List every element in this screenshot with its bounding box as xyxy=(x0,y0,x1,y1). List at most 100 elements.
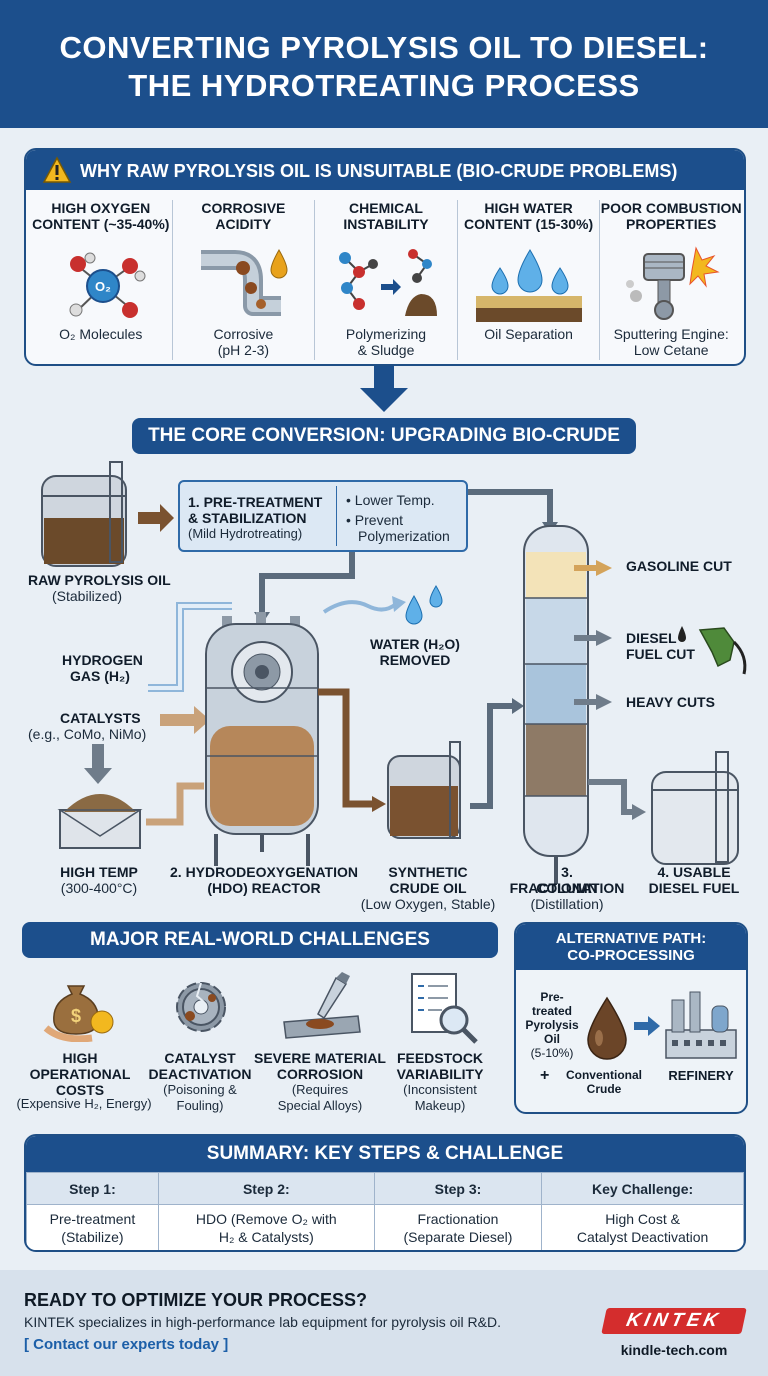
raw-oil-label: RAW PYROLYSIS OIL xyxy=(28,572,171,588)
challenge-corrosion: SEVERE MATERIAL CORROSION (Requires Spec… xyxy=(254,966,386,1116)
hydrogen-sublabel: GAS (H₂) xyxy=(70,668,130,684)
summary-table: Step 1: Step 2: Step 3: Key Challenge: P… xyxy=(26,1172,744,1250)
challenges-title: MAJOR REAL-WORLD CHALLENGES xyxy=(22,922,498,958)
raw-oil-tank-icon xyxy=(41,461,127,567)
problem-caption: Corrosive xyxy=(213,326,274,342)
problem-title: HIGH WATER xyxy=(484,200,573,216)
problem-caption: Low Cetane xyxy=(633,342,709,358)
conventional-line1: Conventional xyxy=(565,1068,642,1082)
synthetic-sublabel: (Low Oxygen, Stable) xyxy=(360,896,496,912)
heavy-cuts-label: HEAVY CUTS xyxy=(626,694,715,710)
summary-panel: SUMMARY: KEY STEPS & CHALLENGE Step 1: S… xyxy=(24,1134,746,1252)
svg-text:$: $ xyxy=(71,1006,81,1026)
o2-molecules-icon: O₂ xyxy=(69,252,146,318)
challenge-title: DEACTIVATION xyxy=(148,1066,252,1082)
challenges-list: $ HIGH OPERATIONAL COSTS (Expensive H₂, … xyxy=(16,966,500,1116)
alt-oil-line4: Oil xyxy=(543,1032,560,1046)
polymer-sludge-icon xyxy=(339,249,438,316)
water-removed-label: WATER (H₂O) xyxy=(370,636,460,652)
alternative-title-line2: CO-PROCESSING xyxy=(567,947,695,964)
pretreat-title-line2: & STABILIZATION xyxy=(188,510,307,526)
summary-header-step1: Step 1: xyxy=(26,1172,159,1205)
fuel-nozzle-icon xyxy=(678,626,747,675)
checklist-magnifier-icon xyxy=(411,973,478,1044)
summary-cell-line1: Fractionation xyxy=(417,1210,499,1227)
problem-title: POOR COMBUSTION xyxy=(600,200,742,216)
fractionation-column-icon xyxy=(523,525,589,884)
refinery-label: REFINERY xyxy=(668,1068,734,1083)
challenge-title: CATALYST xyxy=(164,1050,236,1066)
summary-cell: Pre-treatment(Stabilize) xyxy=(26,1204,159,1250)
header-title-line2: THE HYDROTREATING PROCESS xyxy=(128,68,640,103)
water-drops-icon xyxy=(475,249,582,322)
summary-cell-line1: HDO (Remove O₂ with xyxy=(195,1210,337,1227)
problem-caption: O₂ Molecules xyxy=(59,326,143,342)
challenge-caption: (Expensive H₂, Energy) xyxy=(16,1096,152,1111)
header-title-line1: CONVERTING PYROLYSIS OIL TO DIESEL: xyxy=(59,30,709,65)
problem-title: HIGH OXYGEN xyxy=(51,200,151,216)
usable-diesel-label: 4. USABLE xyxy=(657,864,731,880)
reactor-label: 2. HYDRODEOXYGENATION xyxy=(170,864,358,880)
catalysts-label: CATALYSTS xyxy=(60,710,141,726)
diesel-cut-label: DIESEL xyxy=(626,630,677,646)
problem-title: CONTENT (15-30%) xyxy=(464,216,594,232)
challenge-caption: (Inconsistent xyxy=(403,1082,477,1097)
pretreat-bullet3: Polymerization xyxy=(358,528,450,544)
problem-combustion: POOR COMBUSTION PROPERTIES Sputtering En… xyxy=(600,200,742,360)
svg-text:O₂: O₂ xyxy=(95,279,111,294)
hightemp-label: HIGH TEMP xyxy=(60,864,138,880)
summary-header-challenge: Key Challenge: xyxy=(541,1172,744,1205)
summary-cell-line2: (Stabilize) xyxy=(61,1228,124,1245)
down-arrow-icon xyxy=(360,366,408,412)
summary-header-step2: Step 2: xyxy=(157,1172,375,1205)
corrosion-icon xyxy=(283,972,361,1039)
challenge-cost: $ HIGH OPERATIONAL COSTS (Expensive H₂, … xyxy=(16,966,152,1116)
fractionation-sublabel: (Distillation) xyxy=(530,896,604,912)
problem-title: INSTABILITY xyxy=(343,216,429,232)
broken-gear-icon xyxy=(176,982,226,1032)
kintek-logo: KINTEK xyxy=(601,1308,747,1334)
problems-title-bar xyxy=(26,150,744,190)
challenge-caption: (Requires xyxy=(291,1082,349,1097)
catalysts-sublabel: (e.g., CoMo, NiMo) xyxy=(28,726,147,742)
conventional-line2: Crude xyxy=(586,1082,622,1096)
problem-instability: CHEMICAL INSTABILITY Polymerizing & Slud… xyxy=(315,200,457,360)
page-header: CONVERTING PYROLYSIS OIL TO DIESEL: THE … xyxy=(0,0,768,128)
pretreat-title-line1: 1. PRE-TREATMENT xyxy=(188,494,323,510)
hydrogen-label: HYDROGEN xyxy=(62,652,143,668)
corroded-pipe-icon xyxy=(200,248,288,316)
problem-oxygen: HIGH OXYGEN CONTENT (~35-40%) O₂ O₂ Mole… xyxy=(30,200,172,360)
diesel-cut-label-2: FUEL CUT xyxy=(626,646,695,662)
engine-piston-icon xyxy=(626,246,721,320)
website-link[interactable]: kindle-tech.com xyxy=(620,1342,728,1358)
money-bag-icon: $ xyxy=(43,985,114,1042)
problem-caption: Sputtering Engine: xyxy=(613,326,729,342)
summary-title: SUMMARY: KEY STEPS & CHALLENGE xyxy=(26,1136,744,1172)
footer-text: KINTEK specializes in high-performance l… xyxy=(24,1314,501,1330)
reactor-sublabel: (HDO) REACTOR xyxy=(207,880,321,896)
summary-cell-line2: Catalyst Deactivation xyxy=(576,1228,709,1245)
core-title: THE CORE CONVERSION: UPGRADING BIO-CRUDE xyxy=(132,418,636,454)
process-diagram xyxy=(41,461,747,884)
challenge-title: CORROSION xyxy=(276,1066,364,1082)
summary-header-step3: Step 3: xyxy=(373,1172,543,1205)
conventional-label: Conventional Crude xyxy=(558,1068,650,1096)
oil-drop-icon xyxy=(587,996,627,1060)
challenge-title: COSTS xyxy=(55,1082,105,1098)
alternative-title-bar xyxy=(516,924,746,970)
challenge-caption: Makeup) xyxy=(414,1098,466,1113)
problem-acidity: CORROSIVE ACIDITY Corrosive (pH 2-3) xyxy=(173,200,315,360)
pretreatment-box xyxy=(178,480,468,552)
summary-cell-line1: Pre-treatment xyxy=(49,1210,136,1227)
water-removed-sublabel: REMOVED xyxy=(379,652,451,668)
contact-link[interactable]: [ Contact our experts today ] xyxy=(24,1336,229,1353)
alt-oil-line5: (5-10%) xyxy=(530,1046,574,1060)
alt-oil-line3: Pyrolysis xyxy=(525,1018,579,1032)
problem-title: CORROSIVE xyxy=(201,200,286,216)
summary-cell-line2: (Separate Diesel) xyxy=(403,1228,513,1245)
usable-diesel-tank-icon xyxy=(651,751,739,865)
problem-caption: (pH 2-3) xyxy=(217,342,270,358)
summary-header-row: Step 1: Step 2: Step 3: Key Challenge: xyxy=(26,1172,744,1205)
challenge-title: SEVERE MATERIAL xyxy=(254,1050,386,1066)
